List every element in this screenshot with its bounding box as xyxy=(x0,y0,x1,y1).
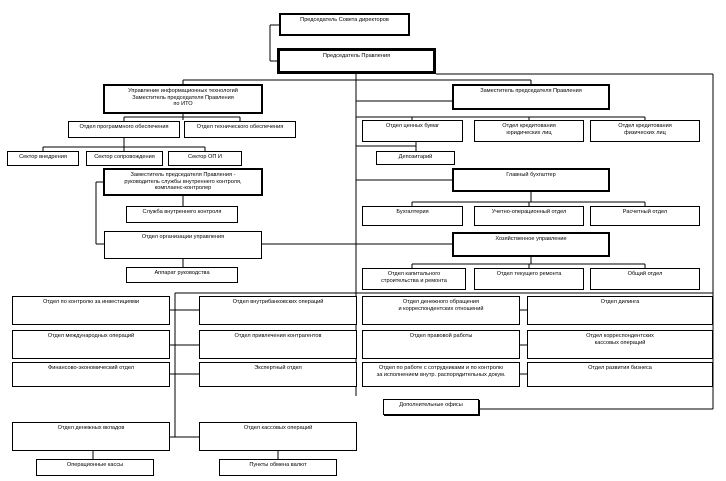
expert-dept-box: Экспертный отдел xyxy=(199,362,357,387)
operating-cash-desks-box: Операционные кассы xyxy=(36,459,154,476)
settlement-dept-box: Расчетный отдел xyxy=(590,206,700,226)
general-dept-box: Общий отдел xyxy=(590,268,700,290)
corp-credit-dept-box: Отдел кредитования юридических лиц xyxy=(474,120,584,142)
internal-control-head-box: Заместитель председателя Правления - рук… xyxy=(103,168,263,196)
cash-ops-dept-box: Отдел кассовых операций xyxy=(199,422,357,451)
securities-dept-box: Отдел ценных бумаг xyxy=(362,120,463,142)
depository-box: Депозитарий xyxy=(376,151,455,165)
interbank-ops-dept-box: Отдел внутрибанковских операций xyxy=(199,296,357,325)
chief-accountant-box: Главный бухгалтер xyxy=(452,168,610,192)
internal-control-service-box: Служба внутреннего контроля xyxy=(126,206,238,223)
chairman-board-box: Председатель Совета директоров xyxy=(279,13,410,36)
business-development-dept-box: Отдел развития бизнеса xyxy=(527,362,713,387)
cash-circulation-dept-box: Отдел денежного обращения и корреспонден… xyxy=(362,296,520,325)
capital-construction-dept-box: Отдел капитального строительства и ремон… xyxy=(362,268,466,290)
finance-econ-dept-box: Финансово-экономический отдел xyxy=(12,362,170,387)
accounting-ops-dept-box: Учетно-операционный отдел xyxy=(474,206,584,226)
investment-control-dept-box: Отдел по контролю за инвестициями xyxy=(12,296,170,325)
management-office-box: Аппарат руководства xyxy=(126,267,238,283)
chairman-management-box: Председатель Правления xyxy=(277,48,436,74)
software-dept-box: Отдел программного обеспечения xyxy=(68,121,180,138)
staff-relations-dept-box: Отдел по работе с сотрудниками и по конт… xyxy=(362,362,520,387)
currency-exchange-points-box: Пункты обмена валют xyxy=(219,459,337,476)
maintenance-sector-box: Сектор сопровождения xyxy=(86,151,163,166)
retail-credit-dept-box: Отдел кредитования физических лиц xyxy=(590,120,700,142)
tech-support-dept-box: Отдел технического обеспечения xyxy=(184,121,296,138)
accounting-box: Бухгалтерия xyxy=(362,206,463,226)
additional-offices-box: Дополнительные офисы xyxy=(383,399,479,415)
it-head-box: Управление информационных технологий Зам… xyxy=(103,84,263,114)
counterparty-dept-box: Отдел привлечения контрагентов xyxy=(199,330,357,359)
dealing-dept-box: Отдел дилинга xyxy=(527,296,713,325)
corr-cash-ops-dept-box: Отдел корреспондентских кассовых операци… xyxy=(527,330,713,359)
deputy-chairman-box: Заместитель председателя Правления xyxy=(452,84,610,110)
current-repair-dept-box: Отдел текущего ремонта xyxy=(474,268,584,290)
op-sector-box: Сектор ОП И xyxy=(168,151,242,166)
management-org-dept-box: Отдел организации управления xyxy=(104,231,262,259)
international-ops-dept-box: Отдел международных операций xyxy=(12,330,170,359)
cash-deposits-dept-box: Отдел денежных вкладов xyxy=(12,422,170,451)
economic-dept-box: Хозяйственное управление xyxy=(452,232,610,257)
implementation-sector-box: Сектор внедрения xyxy=(7,151,79,166)
legal-dept-box: Отдел правовой работы xyxy=(362,330,520,359)
